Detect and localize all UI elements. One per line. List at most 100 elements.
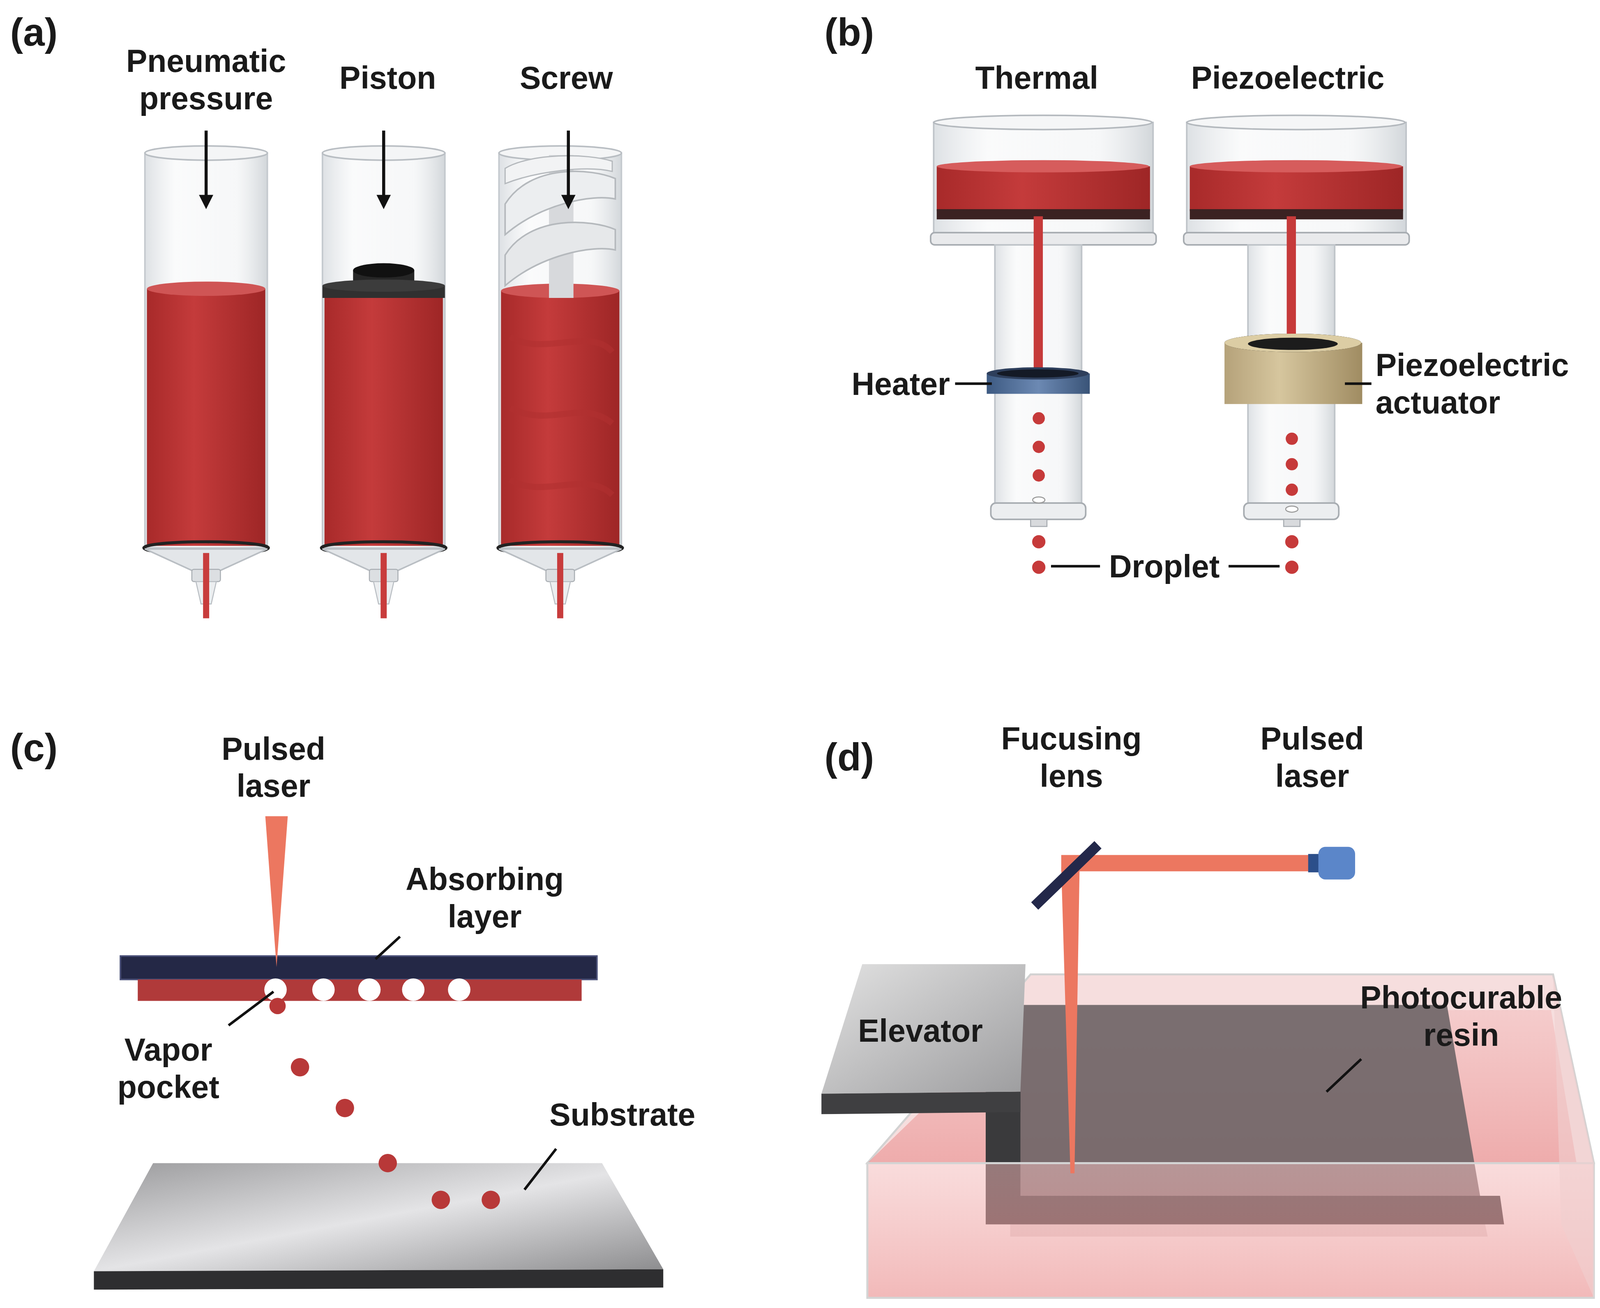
mechanism-label: Piezoelectric xyxy=(1191,58,1385,97)
thermal-printhead xyxy=(933,122,1153,235)
focusing-mirror xyxy=(1034,844,1098,907)
substrate-plate xyxy=(93,1162,664,1290)
piston-syringe xyxy=(324,295,443,546)
part-label: Pulsed laser xyxy=(186,730,360,805)
tank-front-wall xyxy=(867,1162,1594,1298)
screw-syringe xyxy=(510,336,613,495)
part-label: Heater xyxy=(851,364,950,403)
donor-ribbon xyxy=(312,978,335,1001)
pressure-arrow xyxy=(198,194,214,210)
leader-line xyxy=(1326,1058,1361,1092)
donor-ribbon xyxy=(447,978,471,1001)
pneumatic-syringe xyxy=(147,281,266,296)
transferred-droplet xyxy=(481,1190,501,1209)
piezoelectric-printhead xyxy=(1224,333,1362,353)
laser-source xyxy=(1318,846,1356,880)
piezoelectric-printhead xyxy=(1243,502,1339,520)
laser-beam xyxy=(265,816,289,967)
thermal-printhead xyxy=(1030,519,1047,527)
leader-line xyxy=(1344,382,1372,385)
piston-syringe xyxy=(380,553,387,619)
piezoelectric-printhead xyxy=(1247,337,1338,351)
thermal-printhead xyxy=(1032,412,1045,425)
rotation-arrow xyxy=(561,194,576,210)
mechanism-label: Screw xyxy=(519,58,614,97)
donor-ribbon xyxy=(358,978,381,1001)
panel-letter: (c) xyxy=(10,725,58,771)
part-label: Fucusing lens xyxy=(984,719,1158,795)
piston-syringe xyxy=(321,145,446,619)
piston-syringe xyxy=(352,263,415,278)
screw-syringe xyxy=(497,145,623,619)
thermal-printhead xyxy=(933,115,1152,130)
donor-ribbon xyxy=(120,955,598,980)
pressure-arrow xyxy=(198,130,214,210)
thermal-printhead xyxy=(996,369,1079,378)
screw-syringe xyxy=(504,155,613,184)
tank-front-wall xyxy=(1553,974,1594,1298)
thermal-printhead xyxy=(936,166,1151,212)
piezoelectric-printhead xyxy=(1183,115,1410,575)
piezoelectric-printhead xyxy=(1285,505,1298,512)
pressure-arrow xyxy=(376,130,391,210)
pneumatic-syringe xyxy=(143,145,269,619)
part-label: Vapor pocket xyxy=(92,1030,246,1106)
laser-source xyxy=(1061,846,1356,1174)
rotation-arrow xyxy=(561,130,576,210)
screw-syringe xyxy=(500,290,620,547)
pressure-arrow xyxy=(376,194,391,210)
thermal-printhead xyxy=(1032,469,1045,482)
part-label: Piezoelectric actuator xyxy=(1375,346,1600,422)
transferred-droplet xyxy=(269,997,286,1015)
piezoelectric-printhead xyxy=(1285,534,1299,549)
leader-line xyxy=(228,936,556,1190)
pneumatic-syringe xyxy=(147,288,266,547)
thermal-printhead xyxy=(1032,440,1045,454)
thermal-printhead xyxy=(930,232,1157,245)
piezoelectric-printhead xyxy=(1285,560,1299,574)
rotation-arrow xyxy=(567,130,570,197)
piezoelectric-printhead xyxy=(1224,342,1363,404)
part-label: Absorbing layer xyxy=(382,860,587,936)
mechanism-label: Pneumatic pressure xyxy=(103,42,309,118)
piezoelectric-printhead xyxy=(1286,216,1296,349)
leader-line xyxy=(228,991,274,1026)
pneumatic-syringe xyxy=(202,553,210,619)
leader-line xyxy=(375,936,401,960)
piston-syringe xyxy=(322,279,445,292)
part-label: Elevator xyxy=(857,1012,983,1050)
mechanism-label: Piston xyxy=(339,58,436,97)
part-label: Droplet xyxy=(1108,547,1220,586)
transferred-droplet xyxy=(378,1153,397,1173)
transferred-droplet xyxy=(290,1058,310,1077)
screw-syringe xyxy=(498,152,622,548)
screw-syringe xyxy=(504,222,616,286)
focusing-mirror xyxy=(1034,844,1098,907)
piezoelectric-printhead xyxy=(1285,458,1298,471)
piezoelectric-printhead xyxy=(1183,232,1410,245)
part-label: Photocurable resin xyxy=(1338,979,1584,1054)
transferred-droplet xyxy=(431,1190,450,1209)
donor-ribbon xyxy=(120,955,598,1001)
piezoelectric-printhead xyxy=(1189,160,1403,173)
leader-line xyxy=(1228,564,1280,568)
piezoelectric-printhead xyxy=(1186,115,1405,130)
pressure-arrow xyxy=(382,130,386,197)
leader-line xyxy=(1326,1058,1361,1092)
piezoelectric-printhead xyxy=(1186,122,1407,235)
laser-source xyxy=(1061,855,1319,872)
transferred-droplet xyxy=(269,997,501,1209)
thermal-printhead xyxy=(986,367,1089,380)
panel-letter: (b) xyxy=(824,9,874,56)
piezoelectric-printhead xyxy=(1283,519,1301,527)
screw-syringe xyxy=(557,553,564,619)
part-label: Pulsed laser xyxy=(1225,719,1400,795)
laser-source xyxy=(1061,866,1080,1174)
thermal-printhead xyxy=(1032,534,1046,549)
elevator-plate xyxy=(821,1091,1021,1115)
pneumatic-syringe xyxy=(145,152,268,548)
piston-syringe xyxy=(322,152,445,548)
part-label: Substrate xyxy=(549,1095,696,1133)
leader-line xyxy=(954,382,992,385)
